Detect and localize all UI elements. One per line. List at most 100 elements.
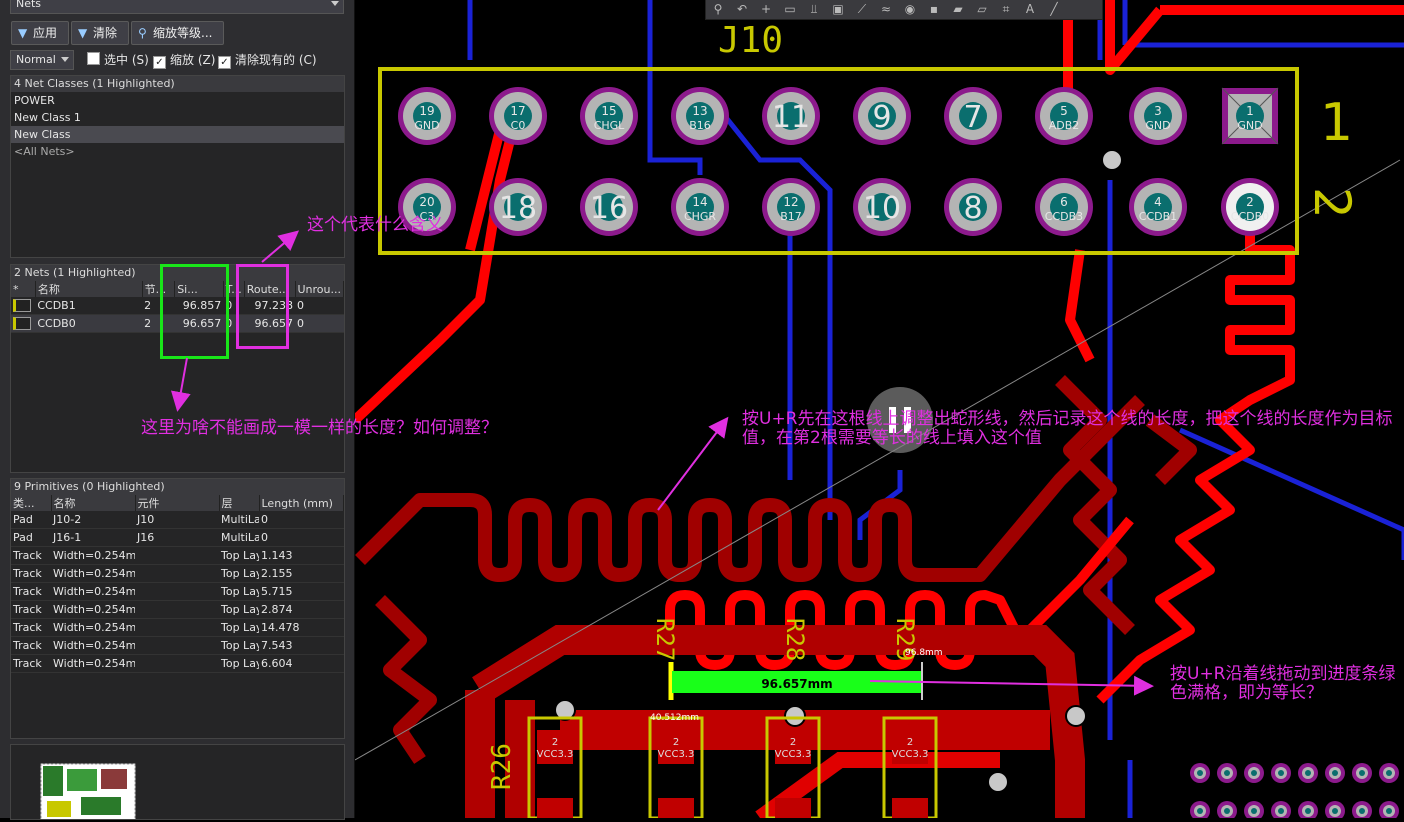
net-class-item[interactable]: New Class — [11, 126, 344, 143]
add-icon[interactable]: + — [760, 2, 772, 16]
net-row[interactable]: CCDB0 2 96.657 0 96.657 0 — [11, 314, 344, 333]
col-layer[interactable]: 层 — [219, 495, 260, 511]
dark-red-traces — [355, 375, 1197, 764]
net-class-item[interactable]: POWER — [14, 94, 55, 107]
pin-8[interactable]: 8 — [944, 178, 1002, 236]
pin-number: 3 — [1154, 104, 1162, 118]
target-length-label: 96.8mm — [905, 648, 943, 658]
pad-icon[interactable]: ▪ — [929, 2, 939, 16]
clear-label: 清除 — [93, 26, 118, 40]
bga-pad — [1190, 763, 1210, 783]
primitive-kind: Track — [11, 546, 51, 565]
primitive-length: 2.874 — [259, 600, 344, 619]
line-icon[interactable]: ╱ — [1050, 2, 1058, 16]
col-signal[interactable]: Si... — [174, 281, 224, 297]
pin-9[interactable]: 9 — [853, 87, 911, 145]
pin-16[interactable]: 16 — [580, 178, 638, 236]
pin-number: 7 — [963, 100, 982, 135]
apply-button[interactable]: ▼应用 — [11, 21, 69, 45]
mode-select[interactable]: Normal — [10, 50, 74, 70]
col-length[interactable]: Length (mm) — [259, 495, 344, 511]
dimension-icon[interactable]: ⌗ — [1002, 2, 1010, 16]
pin-11[interactable]: 11 — [762, 87, 820, 145]
diff-pair-icon[interactable]: ≈ — [880, 2, 892, 16]
pin-2-silk-label: 2 — [1303, 187, 1361, 219]
col-unrouted[interactable]: Unrou... — [295, 281, 344, 297]
route-icon[interactable]: ⟋ — [857, 2, 867, 16]
bga-pad — [1352, 763, 1372, 783]
annotation-drag: 按U+R沿着线拖动到进度条绿色满格，即为等长？ — [1170, 664, 1396, 703]
col-name[interactable]: 名称 — [35, 281, 143, 297]
zoom-checkbox[interactable]: ✓缩放 (Z) — [153, 52, 216, 69]
net-row[interactable]: CCDB1 2 96.857 0 97.238 0 — [11, 297, 344, 315]
primitive-name: J10-2 — [51, 511, 135, 529]
net-class-item[interactable]: <All Nets> — [14, 145, 75, 158]
select-rect-icon[interactable]: ▭ — [784, 2, 796, 16]
primitive-layer: Top Lay — [219, 636, 259, 655]
component-icon[interactable]: ▣ — [832, 2, 844, 16]
filter-icon[interactable]: ⚲ — [713, 2, 723, 16]
pin-18[interactable]: 18 — [489, 178, 547, 236]
zoom-level-button[interactable]: ⚲缩放等级... — [131, 21, 224, 45]
primitive-kind: Pad — [11, 511, 51, 529]
board-insight-preview[interactable] — [10, 744, 345, 821]
col-kind[interactable]: 类... — [11, 495, 52, 511]
primitive-kind: Track — [11, 564, 51, 583]
text-icon[interactable]: A — [1025, 2, 1035, 16]
primitive-name: Width=0.254mr — [51, 618, 135, 637]
via-icon[interactable]: ◉ — [904, 2, 916, 16]
fill-icon[interactable]: ▰ — [953, 2, 963, 16]
chevron-down-icon — [61, 57, 69, 62]
video-pause-button[interactable] — [867, 387, 933, 453]
filter-clear-icon: ▼ — [78, 26, 88, 40]
align-icon[interactable]: ⫫ — [810, 2, 818, 16]
net-name: CCDB0 — [35, 314, 143, 333]
col-star[interactable]: * — [11, 281, 36, 297]
pin-10[interactable]: 10 — [853, 178, 911, 236]
undo-route-icon[interactable]: ↶ — [736, 2, 748, 16]
net-class-item[interactable]: New Class 1 — [14, 111, 81, 124]
pin-net-label: B17 — [780, 210, 802, 223]
col-routed[interactable]: Route... — [244, 281, 296, 297]
polygon-icon[interactable]: ▱ — [977, 2, 987, 16]
panel-mode-combo[interactable]: Nets — [10, 0, 344, 14]
pin-7[interactable]: 7 — [944, 87, 1002, 145]
col-component[interactable]: 元件 — [135, 495, 220, 511]
select-checkbox[interactable]: 选中 (S) — [87, 52, 149, 68]
primitive-name: Width=0.254mr — [51, 564, 135, 583]
clear-button[interactable]: ▼ 清除 — [71, 21, 129, 45]
pin-net-label: CCDB3 — [1045, 210, 1083, 223]
clear-existing-checkbox[interactable]: ✓清除现有的 (C) — [218, 52, 317, 69]
col-name[interactable]: 名称 — [51, 495, 136, 511]
primitive-length: 14.478 — [259, 618, 344, 637]
zoom-check-label: 缩放 (Z) — [170, 53, 216, 67]
primitive-component — [135, 582, 219, 601]
